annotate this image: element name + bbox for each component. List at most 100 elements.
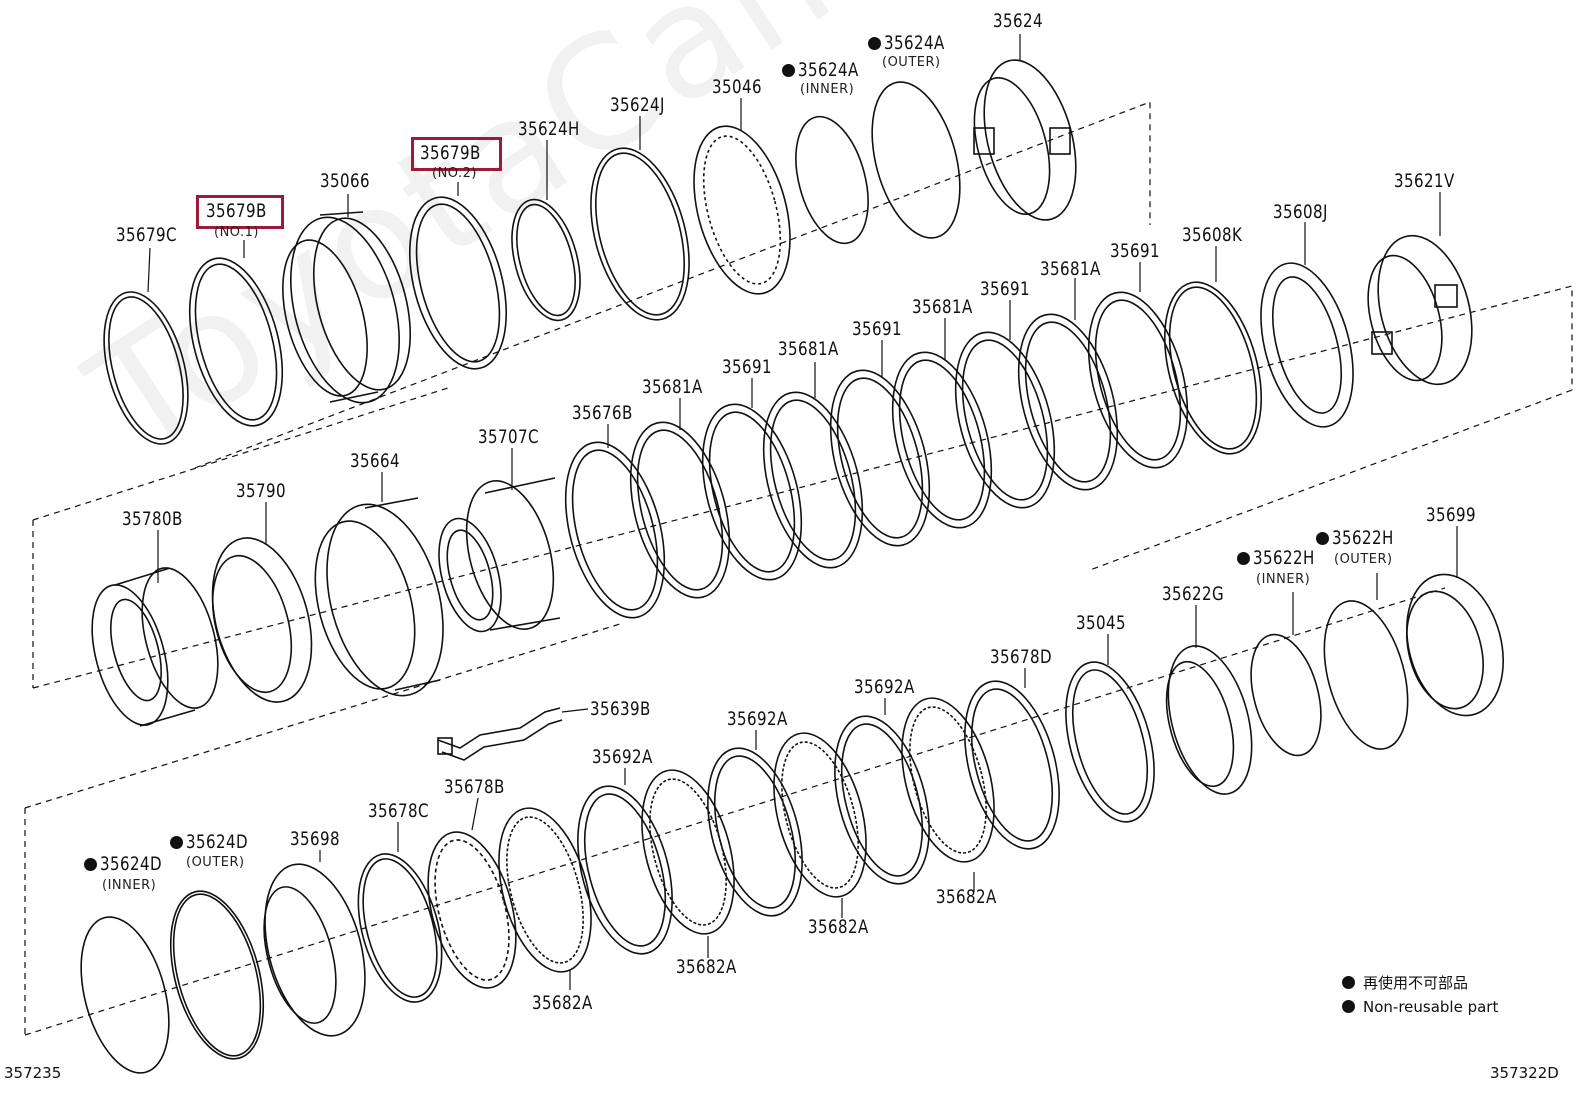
non-reusable-dot-35624A-inner <box>782 64 795 77</box>
part-35692A-plate-c <box>834 715 930 885</box>
part-35639B-bracket <box>437 707 563 761</box>
label-35622H-outer[interactable]: 35622H <box>1332 527 1394 549</box>
footer-right-code: 357322D <box>1490 1064 1559 1082</box>
part-35622H-outer-o-ring <box>1323 600 1409 750</box>
label-35664[interactable]: 35664 <box>350 450 401 472</box>
part-35681A-disc-b <box>762 391 864 569</box>
label-35691-c[interactable]: 35691 <box>980 278 1031 300</box>
label-35679B-no2[interactable]: 35679B <box>420 142 481 164</box>
label-35678B[interactable]: 35678B <box>444 776 505 798</box>
label-35681A-c[interactable]: 35681A <box>912 296 973 318</box>
part-35681A-disc-c <box>891 351 993 529</box>
label-35621V[interactable]: 35621V <box>1394 170 1455 192</box>
part-35682A-disc-c <box>773 732 867 898</box>
label-35045[interactable]: 35045 <box>1076 612 1127 634</box>
label-35681A-b[interactable]: 35681A <box>778 338 839 360</box>
label-35682A-a[interactable]: 35682A <box>532 992 593 1014</box>
part-35608J-spring-plate <box>1260 262 1354 428</box>
footer-left-code: 357235 <box>4 1064 62 1082</box>
label-35691-d[interactable]: 35691 <box>1110 240 1161 262</box>
part-35691-plate-b <box>829 369 931 547</box>
part-35707C-carrier <box>438 477 561 633</box>
label-35679B-no1[interactable]: 35679B <box>206 200 267 222</box>
label-35692A-a[interactable]: 35692A <box>592 746 653 768</box>
part-35682A-disc-b <box>641 769 735 935</box>
label-35681A-d[interactable]: 35681A <box>1040 258 1101 280</box>
part-35664-ring-gear <box>314 497 444 697</box>
part-35622H-inner-o-ring <box>1250 633 1322 757</box>
label-35692A-b[interactable]: 35692A <box>727 708 788 730</box>
part-35682A-disc-a <box>498 807 592 973</box>
label-35608J[interactable]: 35608J <box>1273 201 1328 223</box>
label-35699[interactable]: 35699 <box>1426 504 1477 526</box>
part-35608K-snap-ring <box>1163 281 1263 455</box>
label-35624A-outer-sub: (OUTER) <box>882 55 941 70</box>
part-35624J-snap-ring <box>590 147 690 321</box>
highlight-35679B-no2 <box>411 137 502 171</box>
part-35692A-plate-b <box>707 747 803 917</box>
label-35608K[interactable]: 35608K <box>1182 224 1243 246</box>
legend-dot-jp <box>1342 976 1355 989</box>
part-35621V-piston <box>1367 234 1473 386</box>
part-35624D-outer-o-ring <box>169 890 265 1060</box>
legend-jp: 再使用不可部品 <box>1342 972 1468 993</box>
part-35624D-inner-o-ring <box>80 916 170 1074</box>
part-35624A-inner-o-ring <box>795 115 869 245</box>
part-35698-piston <box>263 863 366 1037</box>
non-reusable-dot-35622H-inner <box>1237 552 1250 565</box>
label-35624J[interactable]: 35624J <box>610 94 665 116</box>
label-35624A-inner-sub: (INNER) <box>800 82 855 97</box>
label-35681A-a[interactable]: 35681A <box>642 376 703 398</box>
label-35679C[interactable]: 35679C <box>116 224 177 246</box>
label-35624A-inner[interactable]: 35624A <box>798 59 859 81</box>
label-35698[interactable]: 35698 <box>290 828 341 850</box>
legend-dot-en <box>1342 1000 1355 1013</box>
label-35622H-inner[interactable]: 35622H <box>1253 547 1315 569</box>
highlight-35679B-no1 <box>196 195 284 229</box>
part-35679C-snap-ring <box>103 291 189 445</box>
label-35678D[interactable]: 35678D <box>990 646 1053 668</box>
part-35046-one-way-clutch <box>693 125 791 295</box>
part-35066-clutch-drum <box>282 211 412 404</box>
label-35624A-outer[interactable]: 35624A <box>884 32 945 54</box>
label-35622H-outer-sub: (OUTER) <box>1334 552 1393 567</box>
legend-jp-text: 再使用不可部品 <box>1363 974 1469 992</box>
legend-en: Non-reusable part <box>1342 998 1498 1016</box>
label-35622H-inner-sub: (INNER) <box>1256 572 1311 587</box>
label-35682A-d[interactable]: 35682A <box>936 886 997 908</box>
label-35624D-inner[interactable]: 35624D <box>100 853 163 875</box>
part-35682A-disc-d <box>901 697 995 863</box>
part-35676B-plate <box>564 441 666 619</box>
part-35624-piston <box>973 59 1077 221</box>
label-35624D-outer-sub: (OUTER) <box>186 855 245 870</box>
label-35676B[interactable]: 35676B <box>572 402 633 424</box>
label-35624D-outer[interactable]: 35624D <box>186 831 249 853</box>
label-35682A-b[interactable]: 35682A <box>676 956 737 978</box>
part-35681A-disc-d <box>1017 313 1119 491</box>
label-35624D-inner-sub: (INNER) <box>102 878 157 893</box>
label-35678C[interactable]: 35678C <box>368 800 429 822</box>
label-35707C[interactable]: 35707C <box>478 426 539 448</box>
label-35780B[interactable]: 35780B <box>122 508 183 530</box>
label-35639B[interactable]: 35639B <box>590 698 651 720</box>
part-35679B-no2-plate <box>408 196 508 370</box>
part-35691-plate-c <box>954 331 1056 509</box>
label-35691-a[interactable]: 35691 <box>722 356 773 378</box>
part-35699-seal-ring <box>1406 573 1504 717</box>
label-35682A-c[interactable]: 35682A <box>808 916 869 938</box>
label-35692A-c[interactable]: 35692A <box>854 676 915 698</box>
part-35678B-spring <box>427 831 517 989</box>
part-35624H-ring <box>511 198 581 322</box>
label-35046[interactable]: 35046 <box>712 76 763 98</box>
non-reusable-dot-35624A-outer <box>868 37 881 50</box>
label-35624H[interactable]: 35624H <box>518 118 580 140</box>
part-35624A-outer-o-ring <box>871 81 961 239</box>
label-35691-b[interactable]: 35691 <box>852 318 903 340</box>
label-35066[interactable]: 35066 <box>320 170 371 192</box>
label-35790[interactable]: 35790 <box>236 480 287 502</box>
label-35624[interactable]: 35624 <box>993 10 1044 32</box>
legend-en-text: Non-reusable part <box>1363 998 1499 1016</box>
label-35622G[interactable]: 35622G <box>1162 583 1225 605</box>
non-reusable-dot-35624D-outer <box>170 836 183 849</box>
